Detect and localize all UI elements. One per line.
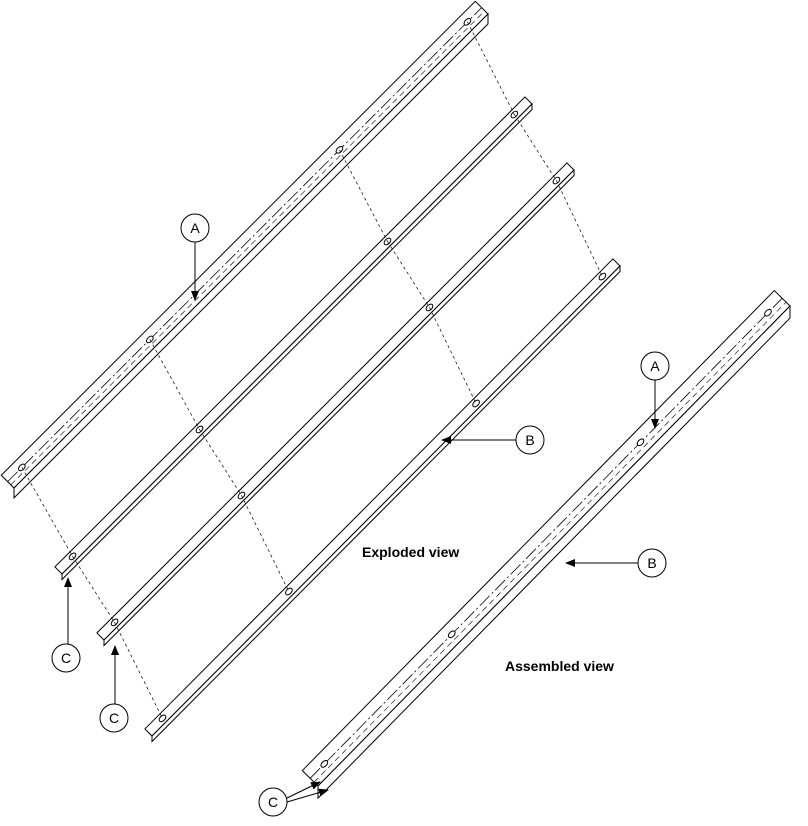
alignment-dashed-line (72, 556, 115, 623)
rail-side-face (317, 304, 791, 800)
alignment-dashed-line (114, 622, 163, 719)
bar-3 (144, 258, 621, 743)
callout-label: C (109, 710, 119, 726)
rail-side-face (103, 168, 575, 647)
callout-exploded-a: A (180, 213, 210, 301)
alignment-dashed-line (429, 307, 477, 404)
alignment-dashed-line (149, 339, 200, 430)
alignment-dashed-line (467, 21, 515, 115)
bar-2 (96, 162, 575, 647)
callout-exploded-c1: C (51, 577, 81, 673)
callout-assembled-b: B (565, 548, 667, 578)
callout-assembled-a: A (640, 351, 670, 429)
bolt-hole (764, 308, 772, 317)
callout-assembled-c: C (258, 781, 329, 817)
bolt-hole (320, 760, 329, 768)
bar-1 (54, 96, 533, 581)
rail-side-face (61, 102, 533, 581)
bolt-hole (285, 587, 293, 596)
rail-side-face (13, 12, 489, 500)
callout-exploded-b: B (441, 425, 545, 455)
rail-centerline (7, 7, 482, 482)
callout-label: B (525, 432, 534, 448)
rail-hidden-line (10, 10, 486, 486)
alignment-dashed-line (556, 180, 603, 277)
bolt-hole (158, 714, 167, 723)
bolt-hole (447, 630, 456, 639)
callout-label: B (647, 555, 656, 571)
callout-exploded-c2: C (99, 645, 129, 733)
rails-group (0, 0, 791, 800)
callout-label: A (190, 220, 200, 236)
rail-side-face (151, 264, 621, 743)
alignment-dashed-line (339, 149, 388, 242)
alignment-dashed-line (241, 495, 290, 592)
alignment-dashed-line (199, 429, 242, 496)
alignment-dashed-line (21, 467, 73, 557)
bolt-hole (636, 438, 645, 447)
alignment-dashed-line (514, 114, 557, 181)
bolt-hole (472, 399, 480, 408)
callout-label: A (650, 358, 660, 374)
rail-centerline (309, 298, 783, 779)
assembled-rail (301, 289, 791, 800)
rail-a-channel (0, 0, 489, 500)
exploded-view-caption: Exploded view (362, 544, 459, 560)
assembled-view-caption: Assembled view (505, 658, 614, 674)
rail-hidden-line (313, 301, 787, 783)
callout-label: C (268, 794, 278, 810)
alignment-dashed-line (387, 241, 430, 308)
callout-label: C (61, 650, 71, 666)
alignment-lines (21, 21, 603, 719)
bolt-hole (598, 272, 607, 281)
rail-top-face (54, 96, 533, 575)
